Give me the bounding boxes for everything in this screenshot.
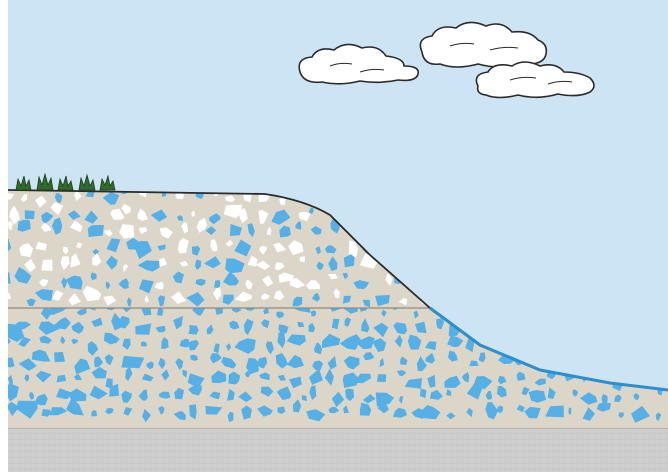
soil-pore	[88, 225, 104, 237]
soil-pore	[41, 260, 52, 271]
water-filled-pore	[377, 374, 386, 382]
soil-pore	[300, 256, 305, 262]
soil-pore	[25, 210, 35, 219]
water-filled-pore	[57, 375, 67, 382]
